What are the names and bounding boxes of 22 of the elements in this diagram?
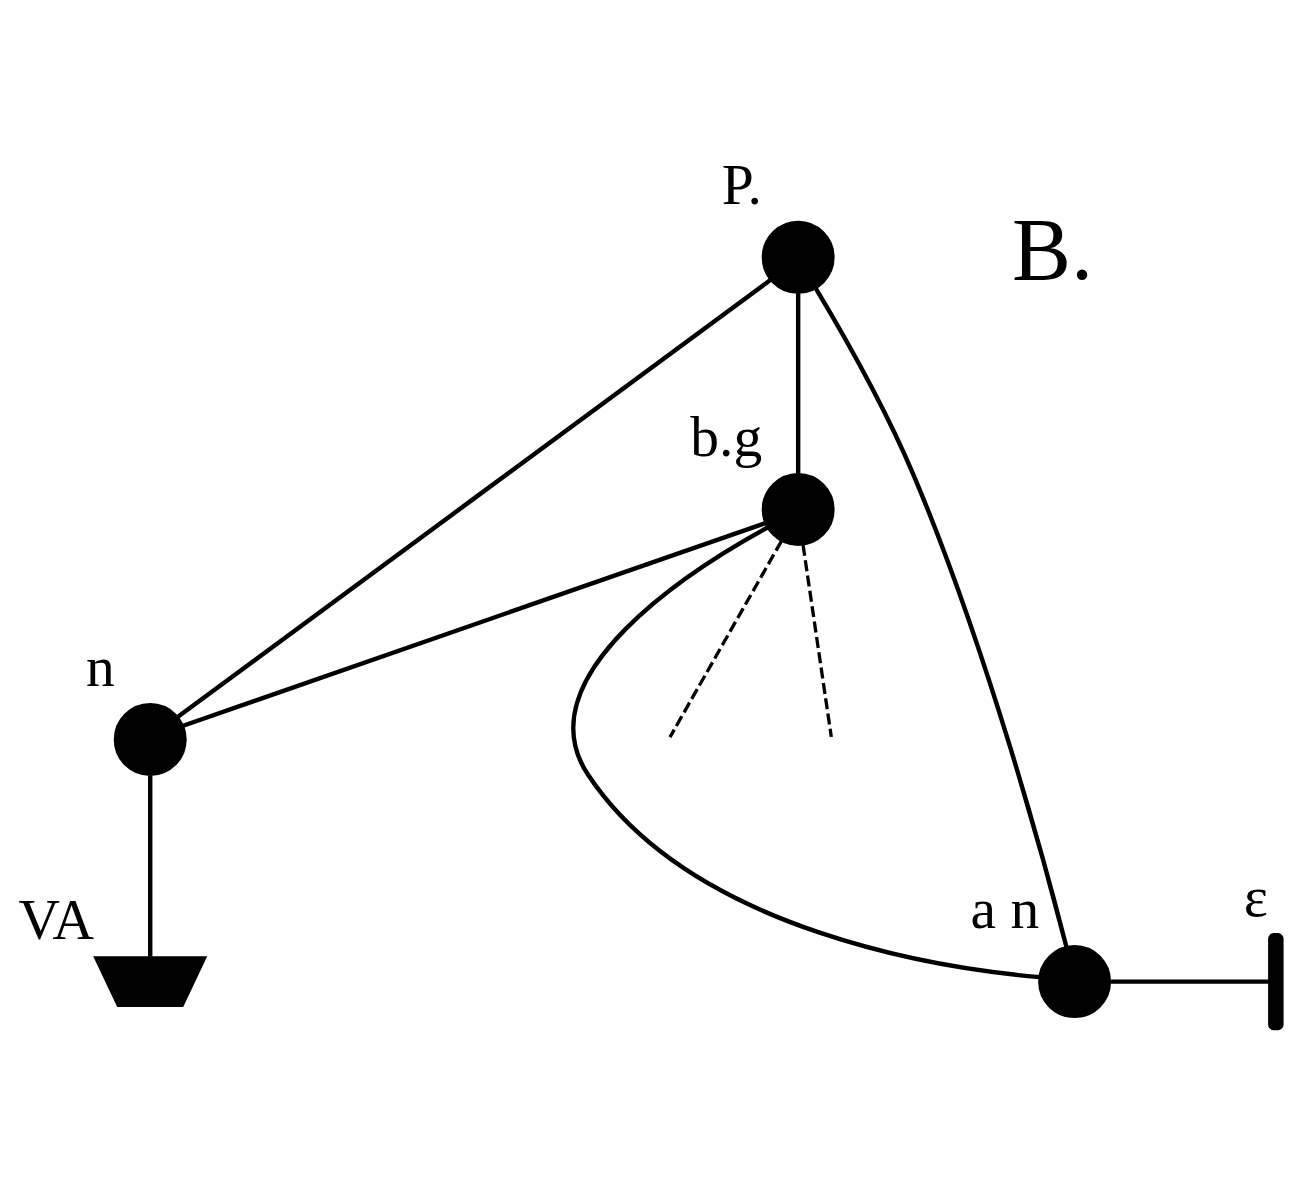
connector [182, 521, 766, 728]
connector [801, 544, 833, 738]
connector [176, 278, 772, 719]
connector [795, 292, 801, 474]
connector [148, 775, 153, 957]
connector [668, 540, 783, 738]
connector [1110, 979, 1269, 984]
label: B. [1011, 200, 1094, 299]
node-label: ε [1243, 864, 1269, 928]
connector [571, 525, 1040, 980]
node-label: n [86, 634, 115, 698]
node-label: b.g [690, 404, 763, 468]
node-label: VA [18, 888, 95, 952]
connector [814, 287, 1069, 948]
node-circle [761, 472, 835, 546]
node-label: P. [721, 152, 762, 216]
node-plate [93, 956, 208, 1008]
node-arc [1268, 932, 1284, 1031]
node-circle [113, 702, 187, 776]
node-circle [761, 220, 835, 294]
node-circle [1038, 945, 1112, 1019]
node-label: a n [970, 877, 1040, 941]
